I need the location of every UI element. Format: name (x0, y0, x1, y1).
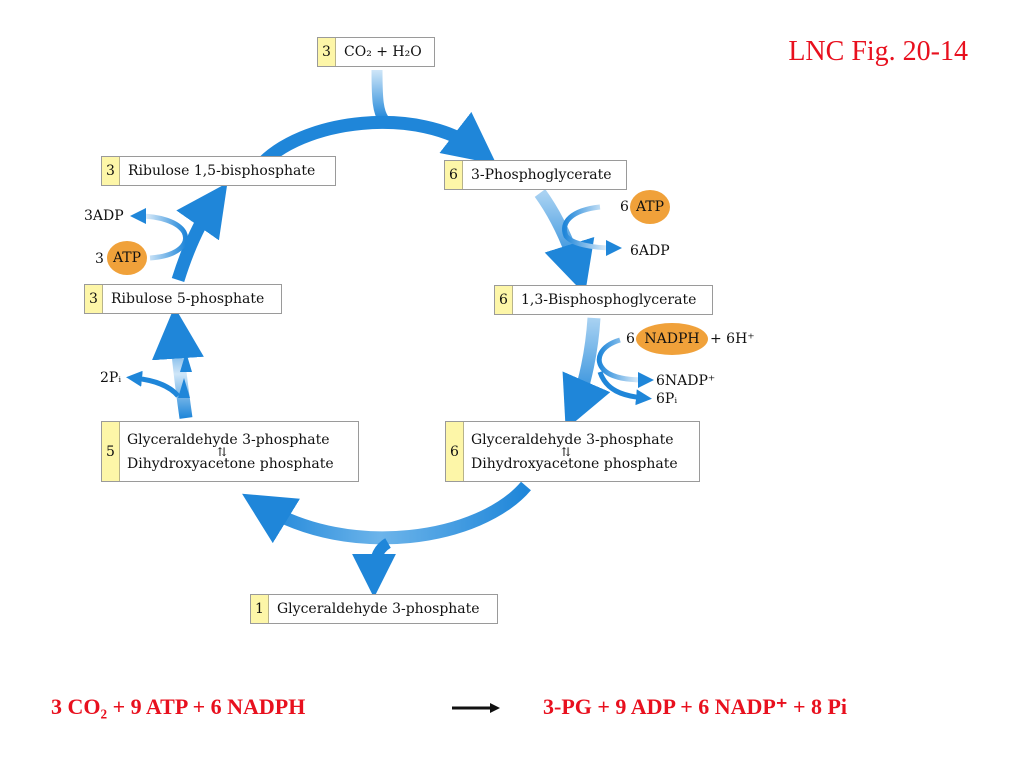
carboxylation-arc (253, 111, 497, 173)
atp-right-label: ATP (635, 199, 665, 215)
glyceraldehyde-label: Glyceraldehyde 3-phosphate (471, 431, 674, 448)
pi-left-label: 2Pᵢ (100, 370, 122, 386)
co2-inflow-arrow (371, 69, 389, 124)
reduction-arrow (562, 317, 611, 430)
atp-adp-right-arrow (562, 204, 622, 256)
rearrangement-arrow (151, 306, 204, 419)
proton-label: + 6H⁺ (710, 331, 755, 347)
atp-right-orb: ATP (630, 190, 670, 224)
compound-label: 1,3-Bisphosphoglycerate (521, 292, 697, 308)
nadph-orb: NADPH (636, 323, 708, 355)
atp-left-orb: ATP (107, 241, 147, 275)
count-cell: 3 (318, 38, 336, 66)
dihydroxyacetone-label: Dihydroxyacetone phosphate (127, 455, 334, 472)
pi-right-label: 6Pᵢ (656, 391, 678, 407)
equilibrium-symbol: ⇅ (561, 444, 572, 459)
ru5p-phosphorylation-arrow (171, 182, 228, 282)
net-equation: 3 CO₂ + 9 ATP + 6 NADPH 3-PG + 9 ADP + 6… (0, 690, 1024, 726)
dihydroxyacetone-label: Dihydroxyacetone phosphate (471, 455, 678, 472)
pi-left-arrow (126, 370, 180, 398)
atp-left-coef: 3 (95, 251, 104, 267)
atp-right-coef: 6 (620, 199, 629, 215)
count-cell: 3 (85, 285, 103, 313)
regeneration-arc (242, 481, 531, 545)
equation-products: 3-PG + 9 ADP + 6 NADP⁺ + 8 Pi (543, 694, 848, 719)
nadp-label: 6NADP⁺ (656, 373, 716, 389)
count-cell: 6 (445, 161, 463, 189)
compound-label: Glyceraldehyde 3-phosphate ⇅ Dihydroxyac… (120, 422, 341, 481)
atp-left-label: ATP (112, 250, 142, 266)
adp-right-label: 6ADP (630, 243, 670, 259)
compound-label: Ribulose 5-phosphate (111, 291, 265, 307)
bisphosphoglycerate-box: 6 1,3-Bisphosphoglycerate (494, 285, 713, 315)
atp-adp-left-arrow (130, 208, 188, 261)
adp-left-label: 3ADP (84, 208, 124, 224)
phosphorylation-arrow (534, 189, 595, 295)
count-cell: 1 (251, 595, 269, 623)
nadph-nadp-arrow (596, 337, 654, 388)
equation-reactants: 3 CO₂ + 9 ATP + 6 NADPH (51, 694, 306, 719)
nadph-coef: 6 (626, 331, 635, 347)
compound-label: 3-Phosphoglycerate (471, 167, 612, 183)
equilibrium-symbol: ⇅ (217, 444, 228, 459)
pi-right-arrow (597, 371, 652, 406)
triose-phosphate-left-box: 5 Glyceraldehyde 3-phosphate ⇅ Dihydroxy… (101, 421, 359, 482)
g3p-outflow-arrow (352, 538, 397, 598)
compound-label: Glyceraldehyde 3-phosphate ⇅ Dihydroxyac… (464, 422, 685, 481)
count-cell: 6 (446, 422, 464, 481)
count-cell: 3 (102, 157, 120, 185)
compound-label: Glyceraldehyde 3-phosphate (277, 601, 480, 617)
count-cell: 5 (102, 422, 120, 481)
g3p-output-box: 1 Glyceraldehyde 3-phosphate (250, 594, 498, 624)
triose-phosphate-right-box: 6 Glyceraldehyde 3-phosphate ⇅ Dihydroxy… (445, 421, 700, 482)
count-cell: 6 (495, 286, 513, 314)
nadph-label: NADPH (644, 331, 700, 347)
figure-reference: LNC Fig. 20-14 (788, 36, 968, 67)
phosphoglycerate-box: 6 3-Phosphoglycerate (444, 160, 627, 190)
co2-water-box: 3 CO₂ + H₂O (317, 37, 435, 67)
ribulose-5-phosphate-box: 3 Ribulose 5-phosphate (84, 284, 282, 314)
compound-label: CO₂ + H₂O (344, 44, 422, 60)
compound-label: Ribulose 1,5-bisphosphate (128, 163, 316, 179)
ribulose-15-bisphosphate-box: 3 Ribulose 1,5-bisphosphate (101, 156, 336, 186)
glyceraldehyde-label: Glyceraldehyde 3-phosphate (127, 431, 330, 448)
